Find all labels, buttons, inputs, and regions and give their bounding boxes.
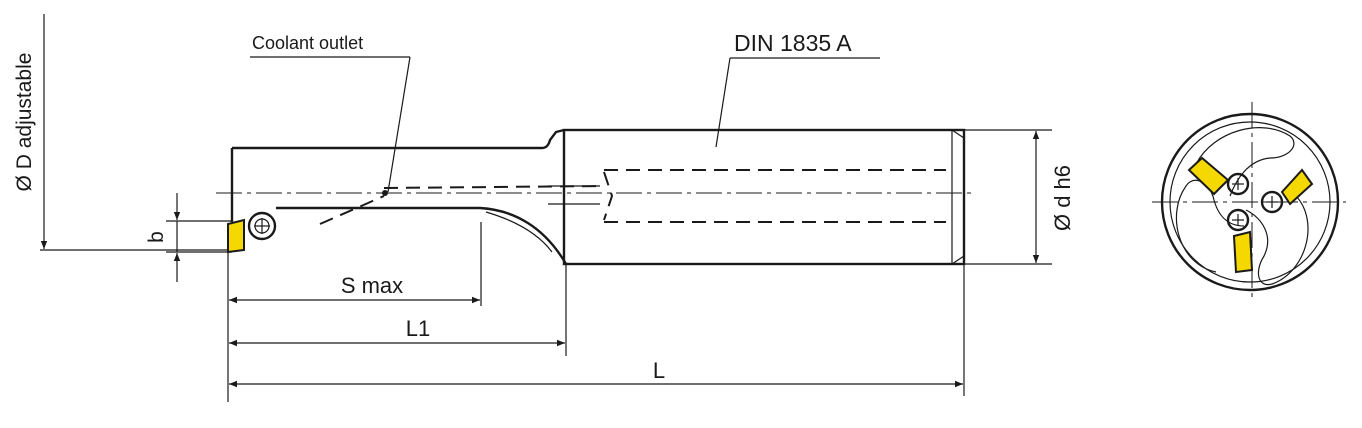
din-standard-callout: DIN 1835 A — [715, 30, 880, 148]
horizontal-dimensions: S max L1 L — [227, 222, 965, 402]
shank — [562, 128, 966, 266]
end-screw-1 — [1226, 172, 1250, 196]
end-insert-3 — [1232, 230, 1254, 274]
l-label: L — [653, 358, 665, 383]
tool-body-side-view — [230, 128, 966, 266]
insert-screw — [247, 211, 277, 241]
diameter-D-dimension: Ø D adjustable — [13, 14, 230, 251]
din-standard-label: DIN 1835 A — [734, 30, 852, 56]
flute-3 — [1175, 179, 1245, 273]
b-dimension: b — [145, 193, 232, 282]
end-insert-1 — [1187, 156, 1230, 196]
flute-2 — [1245, 195, 1309, 286]
diameter-d-dimension: Ø d h6 — [960, 129, 1075, 265]
b-label: b — [145, 231, 168, 243]
diameter-D-label: Ø D adjustable — [13, 53, 36, 192]
end-view — [1152, 102, 1346, 302]
l1-label: L1 — [406, 316, 430, 341]
boring-bar-lower-edge — [276, 206, 568, 265]
end-screw-2 — [1260, 190, 1284, 214]
coolant-outlet-point — [382, 190, 388, 196]
coolant-outlet-label: Coolant outlet — [252, 33, 363, 53]
diameter-d-label: Ø d h6 — [1050, 165, 1075, 231]
coolant-channel — [319, 169, 946, 225]
chip-flute-groove — [485, 211, 553, 253]
insert-yellow — [227, 218, 245, 254]
end-view-outer-circle — [1160, 112, 1340, 292]
coolant-outlet-callout: Coolant outlet — [250, 33, 411, 193]
end-insert-2 — [1280, 168, 1314, 206]
end-screw-3 — [1226, 208, 1250, 232]
boring-bar-neck — [232, 128, 565, 150]
s-max-label: S max — [341, 273, 403, 298]
flute-1 — [1195, 127, 1295, 197]
cutting-insert-side — [227, 211, 277, 254]
